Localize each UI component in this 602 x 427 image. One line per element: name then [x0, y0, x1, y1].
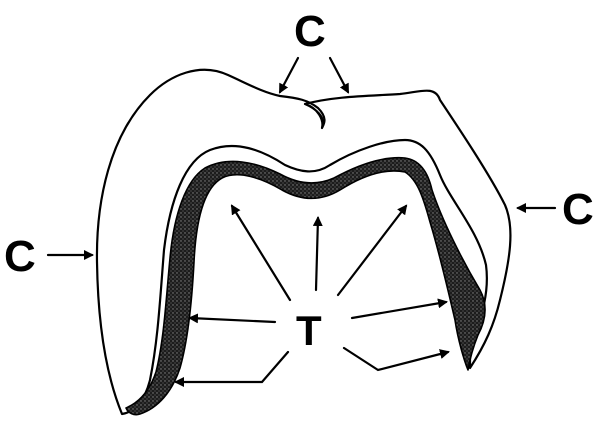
label-left-c: C	[4, 232, 36, 281]
arrow-t-right	[352, 302, 446, 318]
label-top-c: C	[294, 7, 326, 56]
label-right-c: C	[562, 185, 594, 234]
arrow-top-right	[330, 58, 348, 92]
tooth-dark-band	[126, 158, 485, 415]
arrow-top-left	[280, 58, 298, 92]
arrow-t-downleft	[176, 352, 288, 382]
arrow-t-up	[316, 218, 318, 290]
arrow-t-downright	[344, 348, 448, 370]
label-center-t: T	[296, 307, 322, 354]
arrow-t-left	[190, 318, 275, 322]
arrow-t-upleft	[232, 206, 290, 300]
arrow-t-upright	[338, 206, 406, 295]
